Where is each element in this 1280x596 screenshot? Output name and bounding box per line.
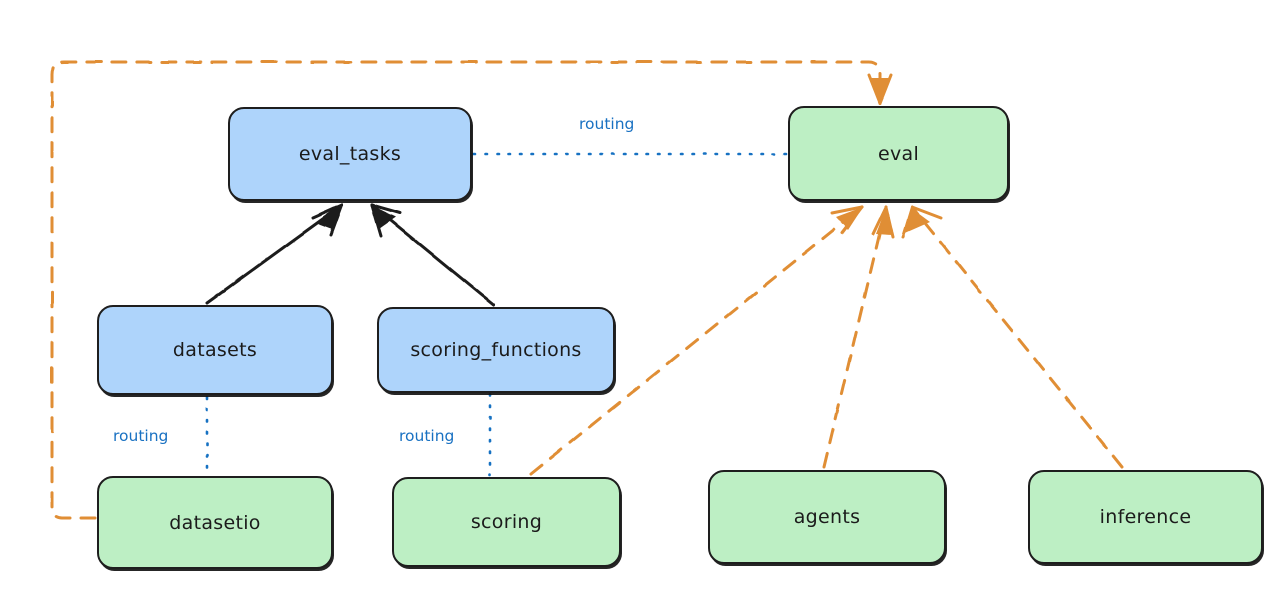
node-datasets[interactable]: datasets bbox=[97, 305, 333, 395]
edge-label-routing-scoring: routing bbox=[399, 427, 455, 445]
node-label: agents bbox=[793, 506, 861, 528]
edge-composition-scoring-functions-eval-tasks bbox=[370, 203, 496, 307]
node-inference[interactable]: inference bbox=[1028, 470, 1263, 564]
node-scoring[interactable]: scoring bbox=[392, 477, 621, 567]
edge-dependency-agents-eval bbox=[822, 205, 895, 469]
node-label: datasets bbox=[172, 339, 258, 361]
node-label: eval bbox=[877, 142, 920, 165]
node-eval[interactable]: eval bbox=[788, 106, 1009, 201]
node-eval-tasks[interactable]: eval_tasks bbox=[228, 107, 472, 201]
node-scoring-functions[interactable]: scoring_functions bbox=[377, 307, 615, 393]
edge-composition-datasets-eval-tasks bbox=[205, 203, 344, 305]
edge-label-routing-eval: routing bbox=[579, 115, 635, 133]
node-agents[interactable]: agents bbox=[708, 470, 946, 564]
node-label: eval_tasks bbox=[298, 143, 402, 165]
node-label: scoring_functions bbox=[410, 339, 582, 361]
node-label: datasetio bbox=[169, 511, 261, 534]
edge-dependency-inference-eval bbox=[901, 205, 1124, 469]
edge-label-routing-datasets: routing bbox=[113, 427, 169, 445]
node-datasetio[interactable]: datasetio bbox=[97, 476, 333, 569]
node-label: inference bbox=[1099, 506, 1192, 528]
node-label: scoring bbox=[470, 511, 543, 533]
